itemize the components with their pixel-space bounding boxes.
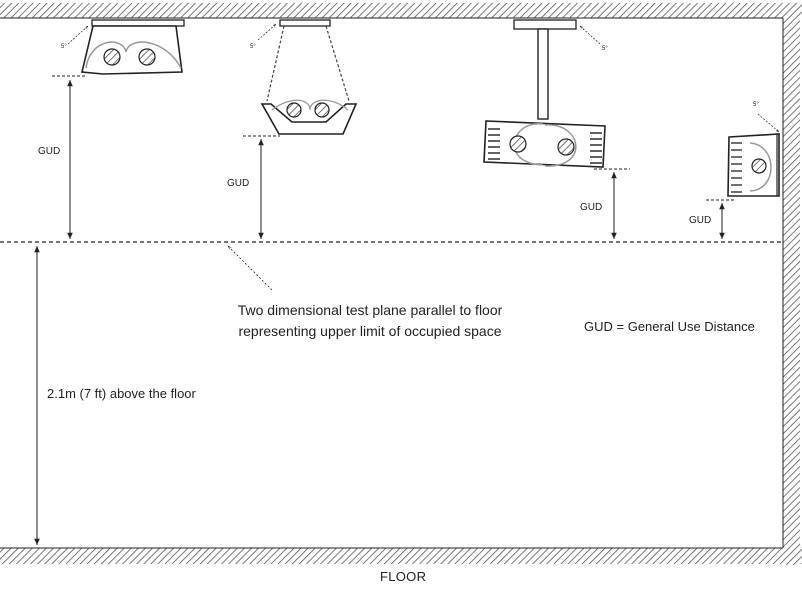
test-plane-caption-line-1: Two dimensional test plane parallel to f…: [237, 302, 503, 318]
angle-label-4: 5°: [753, 102, 759, 108]
ceiling: [0, 3, 802, 18]
fixture-suspended-chain: [257, 19, 358, 135]
right-wall: [783, 3, 800, 565]
height-label: 2.1m (7 ft) above the floor: [47, 386, 196, 401]
angle-label-2: 5°: [250, 44, 256, 50]
plane-leader: [228, 246, 273, 291]
gud-label-1: GUD: [38, 146, 61, 157]
fixture-surface-mount: [67, 19, 185, 75]
gud-label-3: GUD: [580, 202, 603, 213]
gud-dimension-3: [594, 168, 630, 239]
gud-dimension-2: [243, 135, 280, 239]
gud-label-2: GUD: [227, 178, 250, 189]
gud-label-4: GUD: [689, 215, 712, 226]
gud-dimension-4: [706, 199, 734, 239]
fixture-wall-mount: [727, 113, 780, 197]
angle-label-1: 5°: [61, 44, 67, 50]
test-plane-caption-line-2: representing upper limit of occupied spa…: [238, 323, 502, 339]
angle-label-3: 5°: [602, 46, 608, 52]
gud-legend: GUD = General Use Distance: [584, 319, 755, 334]
floor-surface: [0, 548, 802, 564]
test-plane-caption: Two dimensional test plane parallel to f…: [198, 300, 542, 342]
floor-label: FLOOR: [380, 569, 427, 584]
gud-dimension-1: [52, 75, 86, 239]
fixture-pendant-stem: [483, 19, 606, 168]
